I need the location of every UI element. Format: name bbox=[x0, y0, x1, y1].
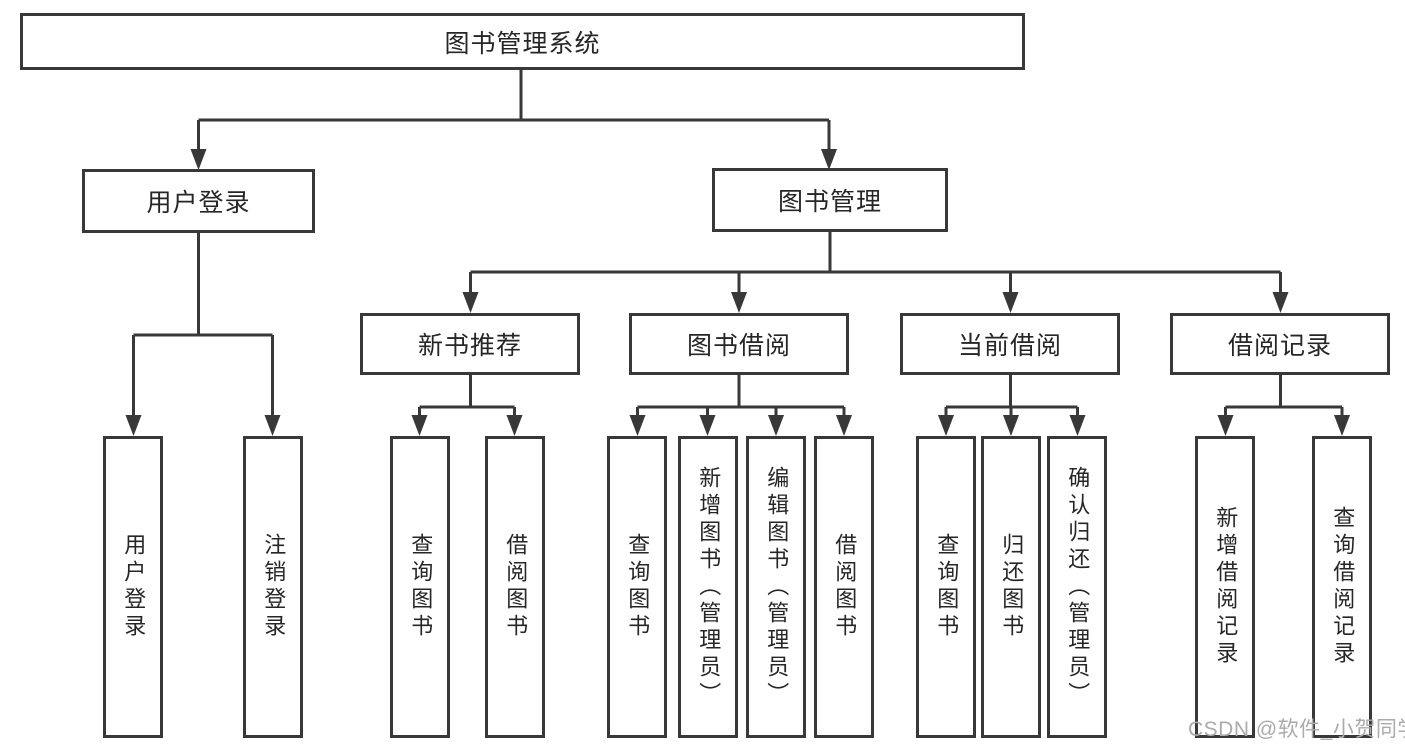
connector-book-mgmt-branch bbox=[469, 232, 1282, 296]
node-user-login: 用户登录 bbox=[82, 169, 315, 233]
leaf-new-book-1: 查询图书 bbox=[390, 436, 450, 738]
arrow-down-icon bbox=[629, 415, 646, 436]
leaf-current-borrow-2: 归还图书 bbox=[981, 436, 1041, 738]
leaf-new-book-2-label: 借阅图书 bbox=[503, 533, 529, 641]
arrow-down-icon bbox=[699, 415, 716, 436]
node-new-book-rec-label: 新书推荐 bbox=[417, 332, 522, 360]
watermark: CSDN @软件_小贺同学 bbox=[1188, 718, 1405, 741]
arrow-down-icon bbox=[938, 415, 954, 436]
node-borrow-record-label: 借阅记录 bbox=[1227, 332, 1332, 360]
leaf-borrow-record-1: 新增借阅记录 bbox=[1195, 436, 1255, 738]
leaf-current-borrow-2-label: 归还图书 bbox=[999, 533, 1025, 641]
leaf-book-borrow-3: 编辑图书（管理员） bbox=[746, 436, 806, 738]
leaf-book-borrow-3-label: 编辑图书（管理员） bbox=[764, 465, 790, 709]
arrow-down-icon bbox=[1217, 415, 1234, 436]
connector-new-book-branch bbox=[418, 375, 516, 420]
arrow-down-icon bbox=[264, 415, 281, 436]
arrow-down-icon bbox=[1003, 415, 1019, 436]
leaf-book-borrow-4: 借阅图书 bbox=[814, 436, 874, 738]
leaf-current-borrow-3: 确认归还（管理员） bbox=[1047, 436, 1107, 738]
arrow-down-icon bbox=[190, 149, 207, 170]
arrow-down-icon bbox=[1002, 292, 1019, 313]
connector-current-borrow-branch bbox=[944, 375, 1079, 420]
node-root-label: 图书管理系统 bbox=[444, 29, 601, 58]
node-root: 图书管理系统 bbox=[20, 13, 1025, 70]
leaf-borrow-record-2: 查询借阅记录 bbox=[1312, 436, 1372, 738]
node-book-borrow-label: 图书借阅 bbox=[686, 332, 791, 360]
arrow-down-icon bbox=[462, 292, 479, 313]
leaf-book-borrow-4-label: 借阅图书 bbox=[832, 533, 858, 641]
node-book-mgmt: 图书管理 bbox=[712, 168, 948, 232]
arrow-down-icon bbox=[125, 415, 142, 436]
connector-user-login-branch bbox=[132, 233, 274, 418]
leaf-book-borrow-1-label: 查询图书 bbox=[625, 533, 651, 641]
node-current-borrow: 当前借阅 bbox=[900, 313, 1120, 375]
node-book-mgmt-label: 图书管理 bbox=[777, 188, 882, 216]
leaf-user-login-2-label: 注销登录 bbox=[261, 533, 287, 641]
leaf-borrow-record-1-label: 新增借阅记录 bbox=[1213, 506, 1239, 668]
leaf-current-borrow-1: 查询图书 bbox=[916, 436, 976, 738]
arrow-down-icon bbox=[1272, 292, 1289, 313]
arrow-down-icon bbox=[768, 415, 784, 436]
leaf-user-login-1-label: 用户登录 bbox=[121, 533, 147, 641]
node-user-login-label: 用户登录 bbox=[146, 189, 251, 217]
arrow-down-icon bbox=[411, 415, 428, 436]
arrow-down-icon bbox=[506, 415, 523, 436]
leaf-new-book-1-label: 查询图书 bbox=[408, 533, 434, 641]
leaf-current-borrow-3-label: 确认归还（管理员） bbox=[1065, 465, 1091, 709]
leaf-book-borrow-2-label: 新增图书（管理员） bbox=[696, 465, 722, 709]
leaf-new-book-2: 借阅图书 bbox=[485, 436, 545, 738]
leaf-borrow-record-2-label: 查询借阅记录 bbox=[1330, 506, 1356, 668]
arrowheads bbox=[125, 149, 1350, 436]
arrow-down-icon bbox=[1069, 415, 1086, 436]
arrow-down-icon bbox=[1334, 415, 1350, 436]
node-new-book-rec: 新书推荐 bbox=[360, 313, 580, 375]
leaf-book-borrow-2: 新增图书（管理员） bbox=[678, 436, 738, 738]
connector-borrow-record-branch bbox=[1224, 375, 1344, 420]
node-book-borrow: 图书借阅 bbox=[629, 313, 849, 375]
leaf-user-login-2: 注销登录 bbox=[243, 436, 303, 738]
node-borrow-record: 借阅记录 bbox=[1170, 313, 1390, 375]
arrow-down-icon bbox=[821, 149, 837, 170]
connector-root-branch bbox=[197, 70, 831, 152]
arrow-down-icon bbox=[836, 415, 852, 436]
arrow-down-icon bbox=[731, 292, 747, 313]
connector-book-borrow-branch bbox=[636, 375, 846, 420]
node-current-borrow-label: 当前借阅 bbox=[957, 332, 1062, 360]
leaf-book-borrow-1: 查询图书 bbox=[607, 436, 667, 738]
connector-lines bbox=[132, 70, 1344, 420]
leaf-user-login-1: 用户登录 bbox=[103, 436, 163, 738]
leaf-current-borrow-1-label: 查询图书 bbox=[934, 533, 960, 641]
